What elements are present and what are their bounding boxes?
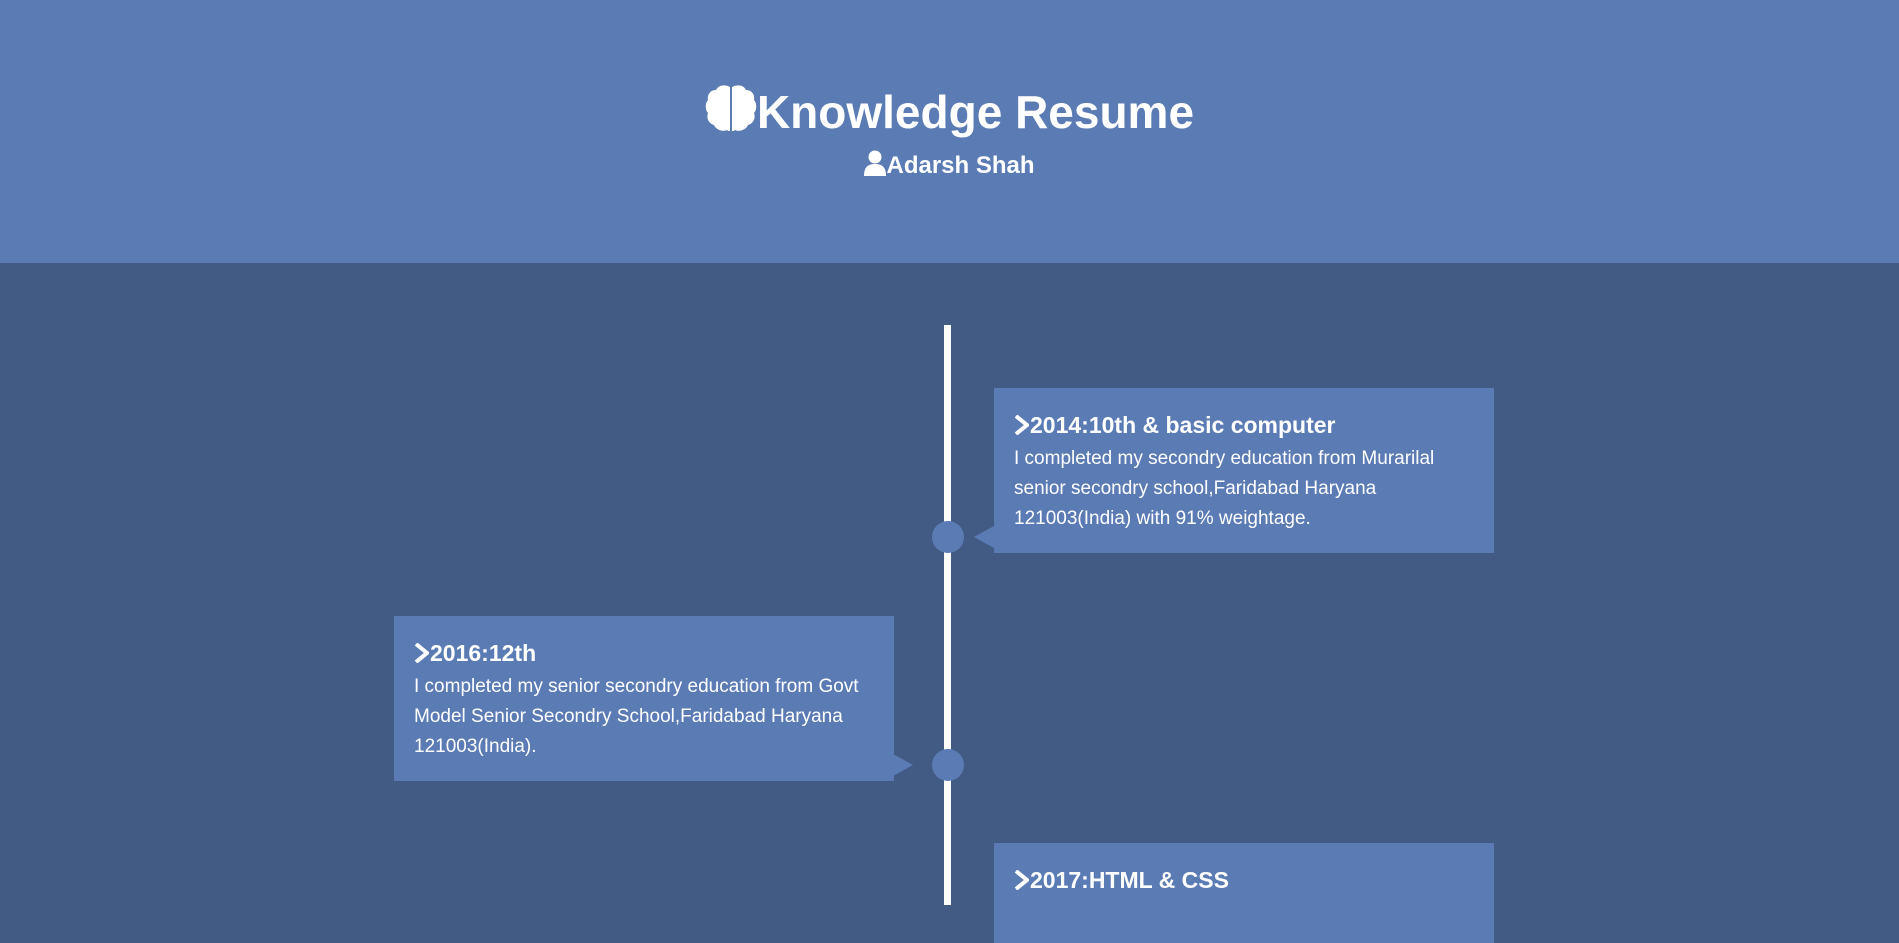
author-name: Adarsh Shah (0, 150, 1899, 181)
card-heading: 2017:HTML & CSS (1014, 865, 1474, 895)
timeline-card: 2017:HTML & CSS (994, 843, 1494, 943)
page-title: Knowledge Resume (0, 82, 1899, 142)
card-heading: 2016:12th (414, 638, 874, 668)
card-text: I completed my senior secondry education… (414, 676, 859, 757)
card-text: I completed my secondry education from M… (1014, 448, 1435, 529)
card-pointer (893, 754, 913, 776)
card-heading: 2014:10th & basic computer (1014, 410, 1474, 440)
card-heading-text: 2017:HTML & CSS (1030, 867, 1229, 893)
brain-icon (705, 85, 757, 131)
chevron-right-icon (1014, 870, 1029, 890)
header-banner: Knowledge Resume Adarsh Shah (0, 0, 1899, 263)
timeline-card: 2014:10th & basic computer I completed m… (994, 388, 1494, 553)
author-name-text: Adarsh Shah (886, 152, 1035, 179)
timeline-card: 2016:12th I completed my senior secondry… (394, 616, 894, 781)
card-pointer (974, 526, 994, 548)
card-heading-text: 2014:10th & basic computer (1030, 412, 1336, 438)
title-text: Knowledge Resume (756, 86, 1195, 138)
timeline-dot (932, 749, 964, 781)
timeline-line (944, 325, 951, 905)
chevron-right-icon (414, 643, 429, 663)
user-icon (864, 150, 887, 176)
chevron-right-icon (1014, 415, 1029, 435)
card-heading-text: 2016:12th (430, 640, 537, 666)
timeline-dot (932, 521, 964, 553)
